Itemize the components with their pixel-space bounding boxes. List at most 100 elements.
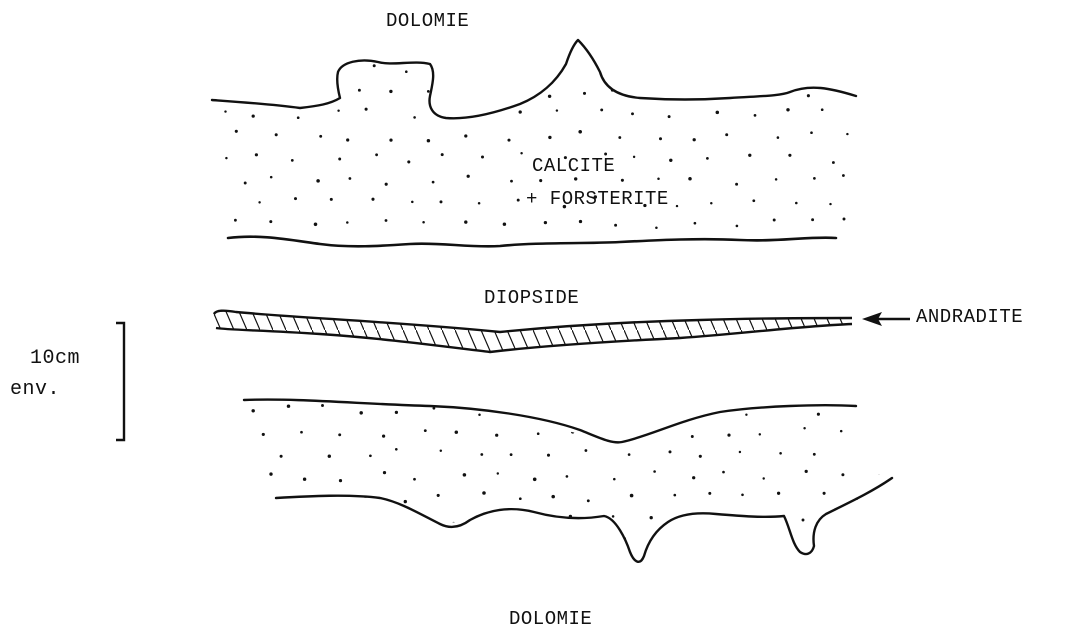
stipple-dot — [481, 155, 484, 158]
stipple-dot — [337, 109, 339, 111]
stipple-dot — [275, 87, 277, 89]
stipple-dot — [312, 92, 315, 95]
stipple-dot — [706, 157, 709, 160]
stipple-dot — [478, 202, 481, 205]
stipple-dot — [841, 473, 844, 476]
stipple-dot — [275, 133, 278, 136]
label-dolomie-bottom: DOLOMIE — [509, 608, 592, 630]
stipple-dot — [252, 114, 255, 117]
stipple-dot — [432, 181, 435, 184]
stipple-dot — [338, 158, 341, 161]
stipple-dot — [251, 409, 254, 412]
stipple-dot — [633, 156, 635, 158]
stipple-dot — [480, 453, 483, 456]
stipple-dot — [676, 205, 678, 207]
stipple-dot — [821, 108, 824, 111]
stipple-dot — [777, 136, 780, 139]
stipple-dot — [653, 470, 656, 473]
stipple-dot — [752, 199, 755, 202]
lower-calcite-forsterite-band — [244, 400, 892, 562]
stipple-dot — [650, 516, 653, 519]
stipple-dot — [289, 72, 292, 75]
stipple-dot — [294, 197, 297, 200]
stipple-dot — [303, 477, 306, 480]
stipple-dot — [385, 183, 388, 186]
stipple-dot — [788, 154, 791, 157]
stipple-dot — [319, 135, 322, 138]
stipple-dot — [794, 68, 797, 71]
stipple-dot — [596, 407, 599, 410]
upper-band-top-contact — [212, 40, 856, 118]
stipple-dot — [235, 130, 238, 133]
stipple-dot — [224, 110, 226, 112]
stipple-dot — [754, 114, 757, 117]
stipple-dot — [811, 218, 814, 221]
stipple-dot — [297, 116, 300, 119]
stipple-dot — [803, 427, 805, 429]
stipple-dot — [369, 454, 372, 457]
stipple-dot — [359, 411, 362, 414]
label-calcite: CALCITE — [532, 155, 615, 177]
stipple-dot — [440, 200, 443, 203]
stipple-dot — [519, 110, 522, 113]
stipple-dot — [413, 116, 416, 119]
label-forsterite: + FORSTERITE — [526, 188, 669, 210]
stipple-dot — [878, 471, 882, 475]
stipple-dot — [551, 495, 555, 499]
stipple-dot — [262, 433, 265, 436]
stipple-dot — [621, 179, 624, 182]
stipple-dot — [689, 523, 692, 526]
stipple-dot — [255, 153, 258, 156]
stipple-dot — [579, 220, 582, 223]
stipple-dot — [834, 519, 837, 522]
stipple-dot — [544, 221, 547, 224]
stipple-dot — [739, 451, 741, 453]
stipple-dot — [518, 543, 522, 547]
stipple-dot — [759, 433, 761, 435]
stipple-dot — [716, 67, 719, 70]
stipple-dot — [675, 67, 678, 70]
stipple-dot — [855, 539, 858, 542]
stipple-dot — [777, 492, 780, 495]
stipple-dot — [316, 179, 320, 183]
stipple-dot — [846, 133, 848, 135]
stipple-dot — [389, 138, 392, 141]
stipple-dot — [385, 219, 388, 222]
stipple-dot — [365, 108, 368, 111]
stipple-dot — [495, 434, 498, 437]
stipple-dot — [287, 404, 290, 407]
stipple-dot — [216, 205, 219, 208]
stipple-dot — [775, 178, 778, 181]
stipple-dot — [612, 515, 615, 518]
stipple-dot — [668, 115, 671, 118]
stipple-dot — [725, 89, 728, 92]
stipple-dot — [655, 226, 658, 229]
stipple-dot — [775, 541, 778, 544]
stipple-dot — [306, 523, 309, 526]
stipple-dot — [383, 471, 386, 474]
stipple-dot — [462, 93, 465, 96]
stipple-dot — [389, 520, 392, 523]
stipple-dot — [358, 89, 361, 92]
upper-band-bottom-contact — [228, 237, 836, 247]
stipple-dot — [716, 111, 720, 115]
stipple-dot — [395, 411, 398, 414]
stipple-dot — [708, 492, 711, 495]
stipple-dot — [583, 92, 586, 95]
stipple-dot — [300, 431, 303, 434]
stipple-dot — [859, 404, 862, 407]
stipple-dot — [628, 453, 631, 456]
stipple-dot — [464, 134, 467, 137]
label-dolomie-top: DOLOMIE — [386, 10, 469, 32]
stipple-dot — [741, 493, 744, 496]
stipple-dot — [480, 535, 483, 538]
stipple-dot — [405, 70, 408, 73]
stipple-dot — [395, 448, 398, 451]
stipple-dot — [478, 413, 481, 416]
stipple-dot — [539, 179, 542, 182]
stipple-dot — [584, 545, 587, 548]
stipple-dot — [258, 201, 260, 203]
scale-bracket — [116, 323, 124, 440]
label-scale-note: env. — [10, 378, 60, 401]
